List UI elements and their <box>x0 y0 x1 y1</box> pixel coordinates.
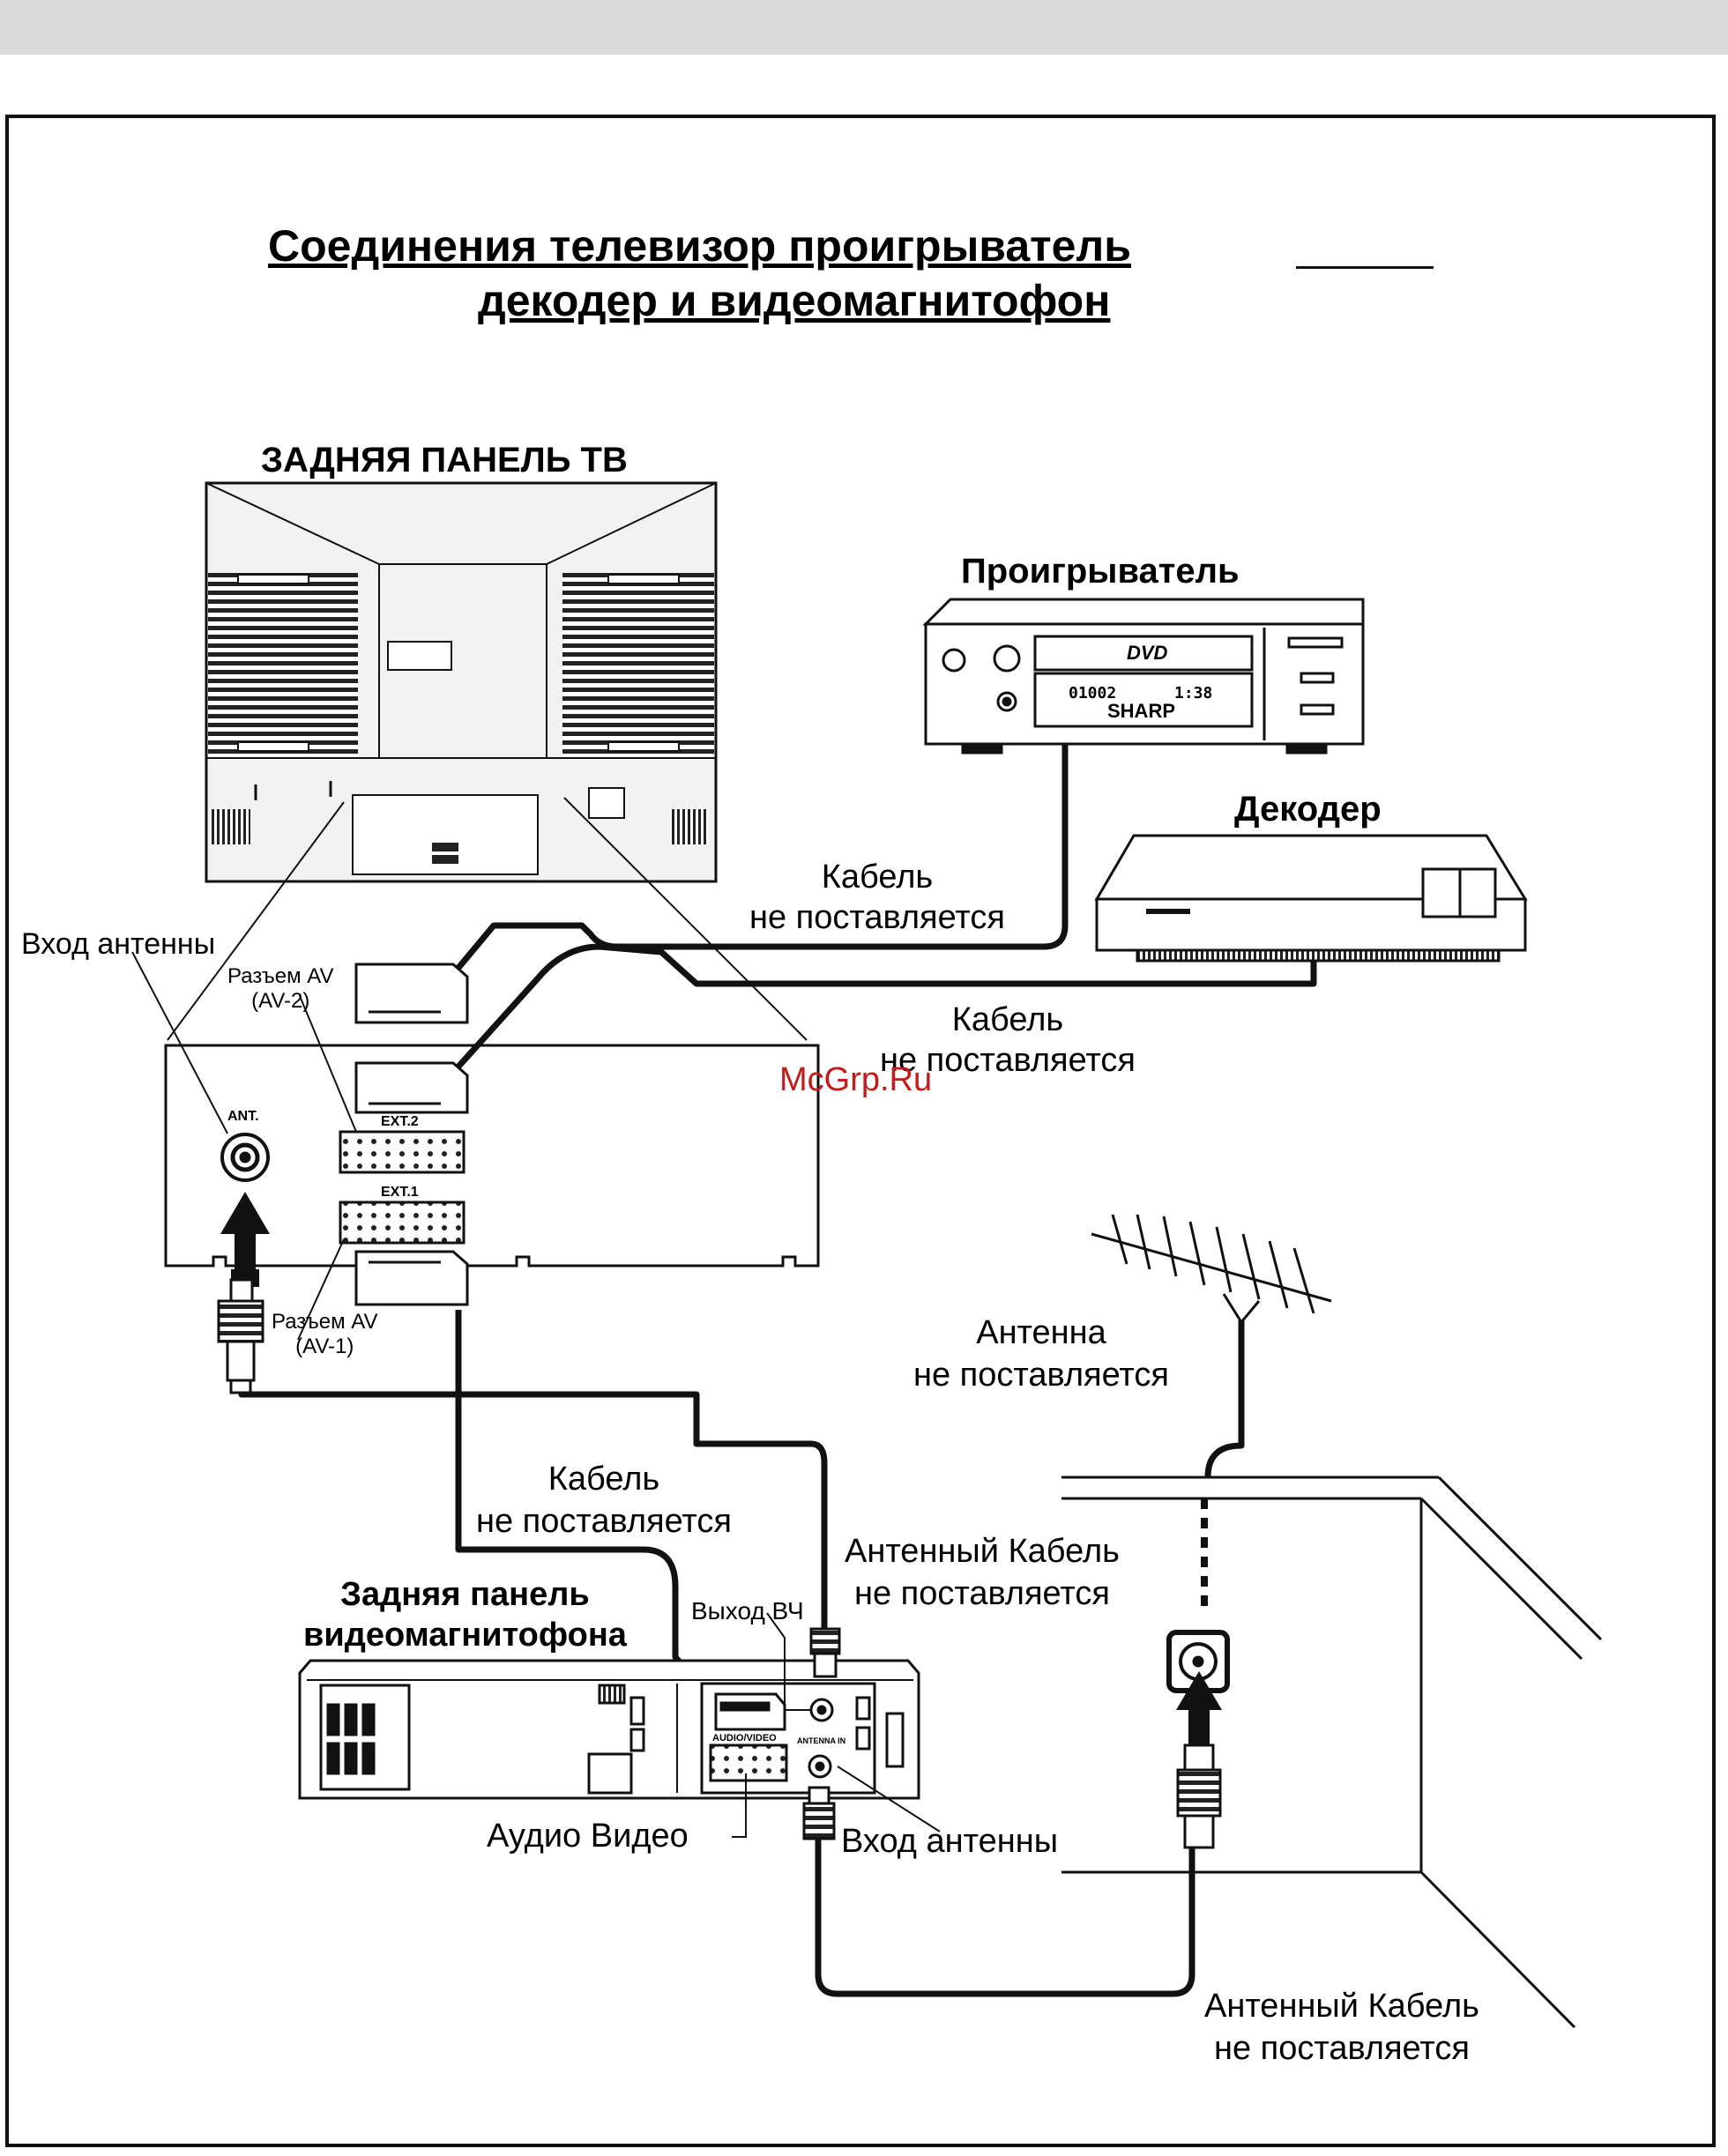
av2-label-line1: Разъем AV <box>227 964 334 988</box>
cable1-label: Кабель не поставляется <box>749 857 1005 938</box>
vcr-rear-panel-label-line2: видеомагнитофона <box>303 1617 627 1654</box>
av1-label-line2: (AV-1) <box>295 1334 354 1358</box>
title-underline-extension <box>1296 266 1434 269</box>
dvd-display-right: 1:38 <box>1174 684 1213 703</box>
tv-rear-panel-label: ЗАДНЯЯ ПАНЕЛЬ ТВ <box>261 441 628 480</box>
ext1-connector-label: EXT.1 <box>381 1185 419 1200</box>
antenna-label: Антенна не поставляется <box>913 1312 1169 1396</box>
antenna-cable1-label: Антенный Кабель не поставляется <box>845 1530 1120 1615</box>
vcr-rear-panel-label-line1: Задняя панель <box>340 1576 590 1613</box>
av1-label-line1: Разъем AV <box>272 1310 378 1334</box>
av1-label: Разъем AV (AV-1) <box>272 1310 378 1359</box>
dvd-display-left: 01002 <box>1069 684 1117 703</box>
vcr-antenna-input-label: Вход антенны <box>841 1823 1059 1860</box>
dvd-player <box>922 598 1365 755</box>
cable1-label-line1: Кабель <box>821 859 934 896</box>
vcr-rear-panel-label: Задняя панель видеомагнитофона <box>303 1574 627 1655</box>
top-bar <box>0 0 1728 55</box>
vcr-scart-plug <box>714 1692 786 1731</box>
cable1-label-line2: не поставляется <box>749 899 1005 936</box>
vcr-rear-panel <box>298 1659 920 1800</box>
ant-connector-label: ANT. <box>227 1109 259 1124</box>
cable3-label: Кабель не поставляется <box>476 1458 732 1543</box>
antenna-cable1-label-line2: не поставляется <box>853 1575 1110 1612</box>
av2-label-line2: (AV-2) <box>251 989 310 1013</box>
ext2-connector-label: EXT.2 <box>381 1114 419 1129</box>
diagram-title-line1: Соединения телевизор проигрыватель <box>268 221 1131 271</box>
cable3-label-line1: Кабель <box>547 1461 660 1498</box>
decoder <box>1094 834 1528 963</box>
tv-connector-panel <box>164 1044 820 1268</box>
wall-antenna-plug <box>1176 1743 1222 1849</box>
antenna-cable1-label-line1: Антенный Кабель <box>845 1533 1120 1570</box>
audio-video-label: Аудио Видео <box>487 1818 689 1855</box>
wall-antenna-arrow <box>1176 1671 1222 1745</box>
vcr-rf-out-plug <box>809 1627 841 1678</box>
watermark: McGrp.Ru <box>779 1061 933 1098</box>
decoder-label: Декодер <box>1234 790 1382 829</box>
vcr-antenna-in-plug <box>802 1786 836 1840</box>
wall <box>1061 1476 1603 2029</box>
tv-antenna-input-label: Вход антенны <box>21 927 216 961</box>
antenna-mast <box>1091 1214 1332 1325</box>
page-frame <box>5 115 1716 2147</box>
cable2-label-line1: Кабель <box>951 1001 1064 1038</box>
antenna-label-line1: Антенна <box>976 1314 1106 1351</box>
cable2-label: Кабель не поставляется <box>880 1000 1136 1081</box>
antenna-cable2-label-line2: не поставляется <box>1213 2030 1470 2067</box>
cables <box>238 740 1317 1997</box>
antenna-in-connector-label: ANTENNA IN <box>797 1736 846 1745</box>
leader-lines <box>131 951 941 1838</box>
scart-plugs <box>354 963 469 1306</box>
tv-rear-panel <box>205 481 718 883</box>
cable3-label-line2: не поставляется <box>476 1503 732 1540</box>
antenna-cable2-label-line1: Антенный Кабель <box>1204 1988 1479 2025</box>
diagram-title-line2: декодер и видеомагнитофон <box>478 276 1111 325</box>
cable2-label-line2: не поставляется <box>880 1042 1136 1079</box>
antenna-label-line2: не поставляется <box>913 1357 1169 1394</box>
player-label: Проигрыватель <box>961 552 1240 591</box>
audio-video-connector-label: AUDIO/VIDEO <box>712 1733 777 1743</box>
rf-out-label: Выход ВЧ <box>691 1597 804 1624</box>
dvd-brand: SHARP <box>1107 700 1176 722</box>
antenna-cable2-label: Антенный Кабель не поставляется <box>1204 1985 1479 2070</box>
zoom-lines <box>167 797 808 1041</box>
tv-antenna-plug <box>217 1278 264 1394</box>
av2-label: Разъем AV (AV-2) <box>227 964 334 1014</box>
dvd-logo: DVD <box>1127 642 1168 664</box>
